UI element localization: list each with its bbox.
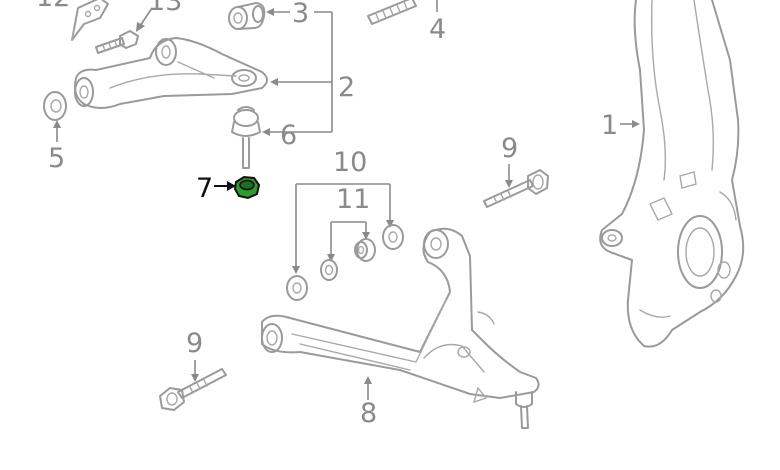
part-9-bolt-upper[interactable] [483, 169, 549, 208]
callout-1: 1 [601, 110, 618, 141]
part-3-bushing[interactable] [228, 2, 266, 30]
callout-11: 11 [336, 184, 370, 215]
callout-4: 4 [429, 14, 446, 45]
part-11-bushing-small[interactable] [320, 259, 338, 281]
callout-2: 2 [338, 72, 355, 103]
callout-5: 5 [48, 143, 65, 174]
callout-9-upper: 9 [501, 133, 518, 164]
part-2-upper-control-arm[interactable] [74, 37, 268, 109]
callout-9-lower: 9 [186, 328, 203, 359]
part-8-lower-control-arm[interactable] [261, 227, 540, 429]
part-1-steering-knuckle[interactable] [599, 0, 745, 348]
callout-8: 8 [360, 398, 377, 429]
part-11-bushing-large[interactable] [354, 238, 376, 262]
part-9-bolt-lower[interactable] [159, 368, 227, 411]
callout-3: 3 [292, 0, 309, 29]
part-7-nut[interactable] [233, 175, 261, 200]
callout-6: 6 [280, 120, 297, 151]
part-13-bolt[interactable] [95, 30, 139, 54]
leader-13 [139, 7, 153, 27]
callout-13: 13 [148, 0, 182, 17]
part-4-bolt[interactable] [367, 0, 417, 25]
part-10-washer-upper[interactable] [382, 224, 404, 250]
part-10-washer-lower[interactable] [286, 275, 308, 301]
callout-12: 12 [36, 0, 70, 13]
part-12-bracket[interactable] [71, 0, 109, 41]
part-6-ball-joint[interactable] [231, 106, 261, 169]
part-5-washer[interactable] [43, 91, 67, 121]
callout-10: 10 [333, 147, 367, 178]
callout-7: 7 [196, 173, 213, 204]
